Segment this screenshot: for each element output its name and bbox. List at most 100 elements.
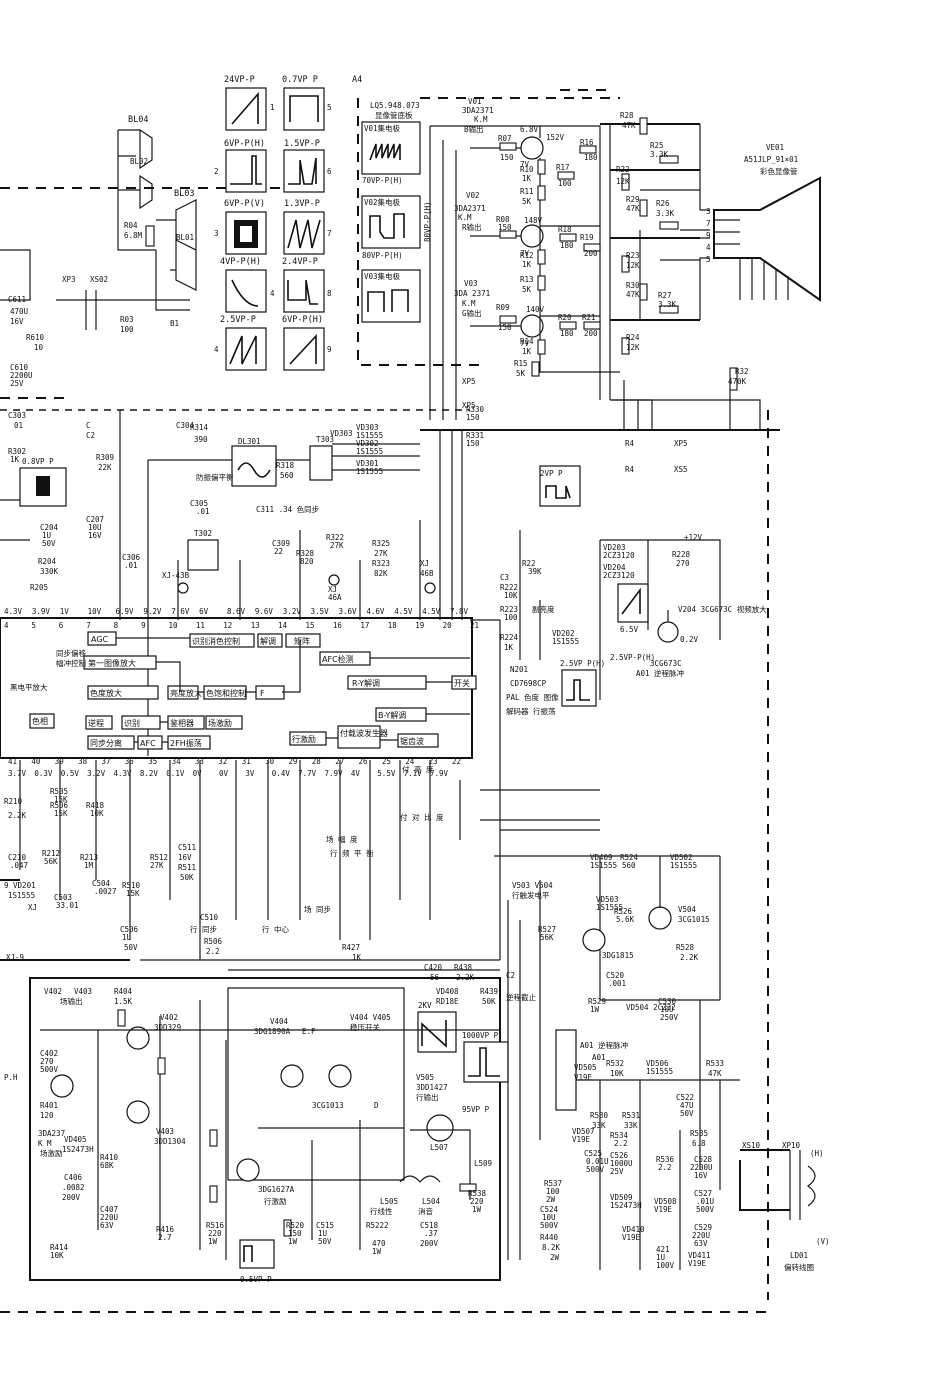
ic-pin-top-4: 8 — [114, 621, 119, 630]
svg-text:80VP-P(H): 80VP-P(H) — [423, 201, 432, 242]
svg-text:16V: 16V — [10, 317, 24, 326]
svg-text:560: 560 — [622, 861, 636, 870]
wf-box-6 — [283, 149, 325, 193]
ic-pin-bottom-16: 25 — [382, 757, 391, 766]
svg-text:R22: R22 — [616, 165, 630, 174]
svg-text:XJ: XJ — [328, 585, 337, 594]
svg-text:行线性: 行线性 — [370, 1206, 393, 1216]
transistor-v01 — [520, 136, 544, 160]
svg-text:R-Y解调: R-Y解调 — [352, 678, 380, 688]
svg-text:DL301: DL301 — [238, 437, 261, 446]
svg-text:VD411: VD411 — [688, 1251, 711, 1260]
svg-text:R20: R20 — [558, 313, 572, 322]
svg-text:2200U: 2200U — [10, 371, 33, 380]
svg-text:6VP-P(H): 6VP-P(H) — [282, 315, 323, 325]
svg-text:V204 3CG673C 视频放大: V204 3CG673C 视频放大 — [678, 604, 767, 614]
svg-text:(V): (V) — [816, 1237, 830, 1246]
svg-text:VD508: VD508 — [654, 1197, 677, 1206]
svg-text:3DA 2371: 3DA 2371 — [454, 289, 490, 298]
ic-pin-bottom-3: 38 — [78, 757, 88, 766]
svg-text:VD503: VD503 — [596, 895, 619, 904]
svg-text:XS10: XS10 — [742, 1141, 761, 1150]
svg-text:PAL 色度 图像: PAL 色度 图像 — [506, 692, 559, 702]
ic-pin-top-6: 10 — [169, 621, 179, 630]
svg-text:A01 逆程脉冲: A01 逆程脉冲 — [636, 668, 684, 678]
svg-text:XP5: XP5 — [462, 401, 476, 410]
svg-text:A01: A01 — [592, 1053, 606, 1062]
svg-text:R524: R524 — [620, 853, 639, 862]
svg-text:47K: 47K — [626, 204, 640, 213]
ic-volt-top-15: 4.5V — [422, 607, 441, 616]
svg-text:1000VP P: 1000VP P — [462, 1031, 499, 1040]
ic-volt-bottom-5: 8.2V — [140, 769, 159, 778]
svg-text:逆程截止: 逆程截止 — [506, 992, 536, 1002]
svg-text:330K: 330K — [40, 567, 59, 576]
svg-text:R506: R506 — [50, 801, 69, 810]
svg-text:2.5VP-P: 2.5VP-P — [220, 315, 256, 325]
svg-text:V03集电极: V03集电极 — [364, 271, 401, 281]
svg-text:C210: C210 — [8, 853, 27, 862]
svg-text:500V: 500V — [586, 1165, 605, 1174]
svg-text:彩色显像管: 彩色显像管 — [760, 166, 798, 176]
svg-text:V19E: V19E — [688, 1259, 707, 1268]
svg-text:锯齿波: 锯齿波 — [400, 736, 424, 746]
svg-text:50V: 50V — [680, 1109, 694, 1118]
svg-text:C510: C510 — [200, 913, 219, 922]
svg-text:F: F — [260, 689, 265, 698]
ic-pin-bottom-17: 24 — [405, 757, 415, 766]
svg-text:V402: V402 — [44, 987, 62, 996]
svg-text:0.2V: 0.2V — [680, 635, 699, 644]
v03-wave-box — [361, 269, 421, 323]
v01-wave-box — [361, 121, 421, 175]
svg-text:L509: L509 — [474, 1159, 492, 1168]
svg-text:47K: 47K — [622, 121, 636, 130]
svg-text:V505: V505 — [416, 1073, 434, 1082]
ic-pin-top-16: 20 — [443, 621, 453, 630]
svg-text:R318: R318 — [276, 461, 295, 470]
ic-volt-top-7: 6V — [199, 607, 209, 616]
svg-text:200: 200 — [584, 249, 598, 258]
svg-text:K M: K M — [38, 1139, 52, 1148]
ic-pin-bottom-0: 41 — [8, 757, 17, 766]
svg-text:R535: R535 — [690, 1129, 708, 1138]
svg-text:1.3VP-P: 1.3VP-P — [284, 199, 320, 209]
svg-text:行激励: 行激励 — [264, 1196, 287, 1206]
ic-volt-bottom-1: 0.3V — [34, 769, 53, 778]
svg-text:70VP-P(H): 70VP-P(H) — [362, 176, 403, 185]
svg-text:27K: 27K — [150, 861, 164, 870]
svg-text:R322: R322 — [326, 533, 344, 542]
svg-text:2.2K: 2.2K — [456, 973, 475, 982]
ic-pin-top-3: 7 — [86, 621, 91, 630]
svg-text:16V: 16V — [88, 531, 102, 540]
svg-text:XJ-43B: XJ-43B — [162, 571, 190, 580]
svg-text:9: 9 — [327, 345, 332, 354]
svg-text:9 VD201: 9 VD201 — [4, 881, 36, 890]
svg-text:C: C — [86, 421, 91, 430]
svg-text:A01 逆程脉冲: A01 逆程脉冲 — [580, 1040, 628, 1050]
svg-text:500V: 500V — [40, 1065, 59, 1074]
svg-text:稳压开关: 稳压开关 — [350, 1022, 380, 1032]
svg-text:(H): (H) — [810, 1149, 824, 1158]
svg-text:XJ-9: XJ-9 — [6, 953, 24, 962]
svg-text:A51JLP_91×01: A51JLP_91×01 — [744, 155, 798, 164]
svg-text:46A: 46A — [328, 593, 342, 602]
svg-text:VD507: VD507 — [572, 1127, 595, 1136]
svg-text:C526: C526 — [610, 1151, 629, 1160]
svg-text:R526: R526 — [614, 907, 633, 916]
svg-text:R23: R23 — [626, 251, 640, 260]
svg-text:1: 1 — [270, 103, 275, 112]
transistor-v404 — [280, 1064, 304, 1088]
svg-text:VD405: VD405 — [64, 1135, 87, 1144]
svg-text:XJ: XJ — [28, 903, 37, 912]
svg-text:R527: R527 — [538, 925, 556, 934]
svg-text:R516: R516 — [206, 1221, 225, 1230]
svg-text:2.2: 2.2 — [614, 1139, 628, 1148]
svg-text:C407: C407 — [100, 1205, 118, 1214]
ic-pin-top-12: 16 — [333, 621, 343, 630]
svg-text:7V: 7V — [520, 339, 530, 348]
svg-text:R533: R533 — [706, 1059, 724, 1068]
svg-text:行激励: 行激励 — [292, 734, 316, 744]
svg-text:1M: 1M — [84, 861, 94, 870]
svg-text:1W: 1W — [372, 1247, 382, 1256]
